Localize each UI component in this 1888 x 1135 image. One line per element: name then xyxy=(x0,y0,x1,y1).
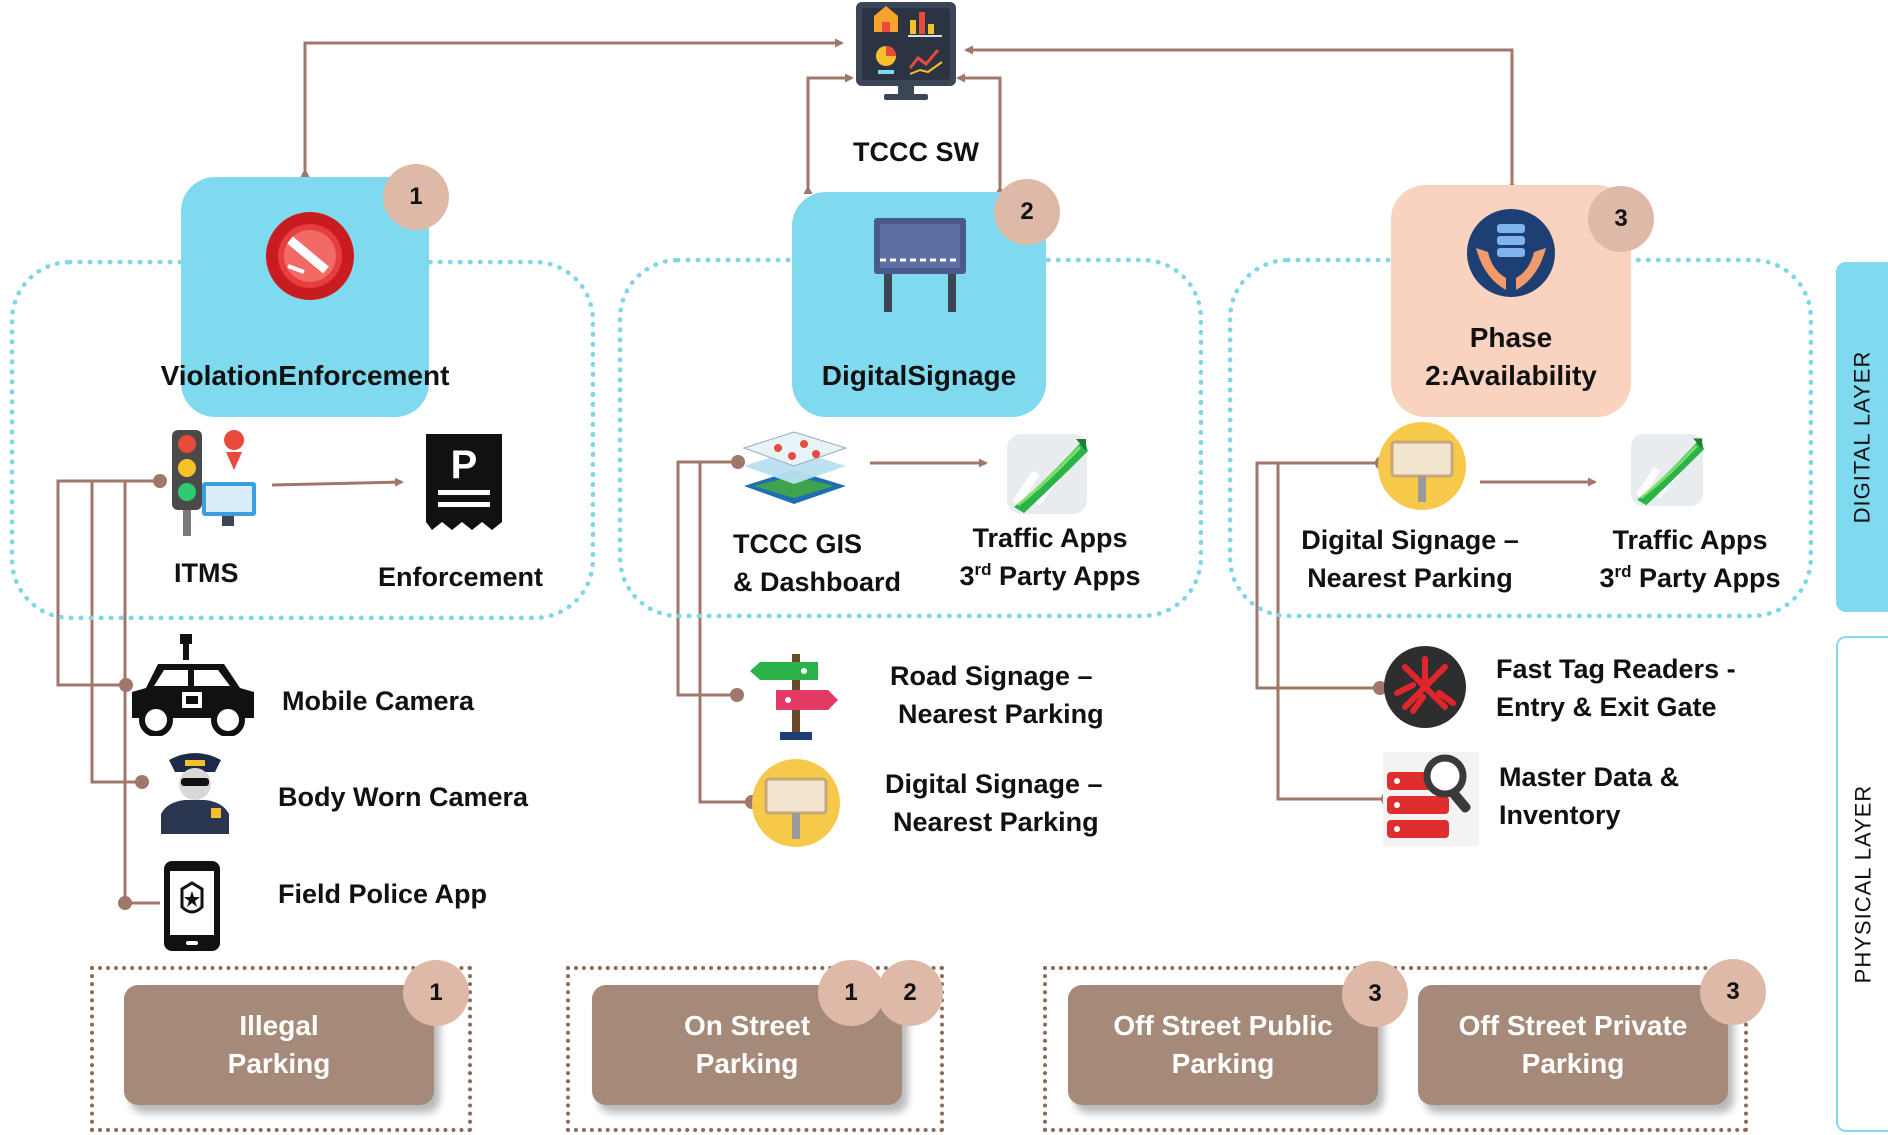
phone-badge-icon xyxy=(162,859,222,958)
billboard-icon xyxy=(872,216,968,317)
gis-map-layers-icon xyxy=(734,430,854,521)
police-officer-icon xyxy=(155,746,235,839)
no-parking-icon xyxy=(264,210,356,307)
mid-digital-signage-label: Digital Signage –Nearest Parking xyxy=(885,769,1103,837)
parking-on-street-badge-1: 1 xyxy=(818,960,884,1026)
card-badge-1: 1 xyxy=(383,164,449,230)
road-signpost-icon xyxy=(748,650,840,747)
tccc-dashboard-icon xyxy=(856,2,956,107)
tccc-label: TCCC SW xyxy=(853,137,979,167)
card-badge-2: 2 xyxy=(994,179,1060,245)
parking-zone-1 xyxy=(90,966,472,1132)
card-badge-3: 3 xyxy=(1588,186,1654,252)
enforcement-label: Enforcement xyxy=(378,562,544,592)
traffic-light-icon xyxy=(164,430,260,541)
maps-app-icon-right xyxy=(1630,433,1704,512)
body-camera-label: Body Worn Camera xyxy=(278,782,529,812)
police-car-icon xyxy=(128,632,258,741)
right-apps-label: Traffic Apps 3rd Party Apps xyxy=(1599,525,1781,593)
digital-billboard-icon-mid xyxy=(752,759,840,852)
itms-label: ITMS xyxy=(174,558,239,588)
parking-on-street-badge-2: 2 xyxy=(877,960,943,1026)
svg-text:P: P xyxy=(451,443,478,487)
mid-apps-label: Traffic Apps 3rd Party Apps xyxy=(959,523,1141,591)
database-hands-icon xyxy=(1466,208,1556,303)
maps-app-icon xyxy=(1006,433,1088,520)
digital-layer-label: DIGITAL LAYER xyxy=(1836,262,1888,612)
parking-off-street-public-badge: 3 xyxy=(1342,961,1408,1027)
parking-ticket-icon: P xyxy=(424,432,504,535)
right-digital-signage-label: Digital Signage –Nearest Parking xyxy=(1301,525,1519,593)
fast-tag-label: Fast Tag Readers -Entry & Exit Gate xyxy=(1496,654,1736,722)
physical-layer-label: PHYSICAL LAYER xyxy=(1836,636,1888,1132)
master-data-icon xyxy=(1383,752,1479,851)
mobile-camera-label: Mobile Camera xyxy=(282,686,475,716)
road-signage-label: Road Signage –Nearest Parking xyxy=(890,661,1104,729)
fast-tag-reader-icon xyxy=(1383,645,1467,734)
digital-billboard-icon-right xyxy=(1378,422,1466,515)
parking-off-street-private-badge: 3 xyxy=(1700,959,1766,1025)
parking-illegal-badge-1: 1 xyxy=(403,960,469,1026)
field-app-label: Field Police App xyxy=(278,879,488,909)
master-data-label: Master Data &Inventory xyxy=(1499,762,1680,830)
gis-label: TCCC GIS& Dashboard xyxy=(733,529,902,597)
parking-zone-2 xyxy=(566,966,944,1132)
